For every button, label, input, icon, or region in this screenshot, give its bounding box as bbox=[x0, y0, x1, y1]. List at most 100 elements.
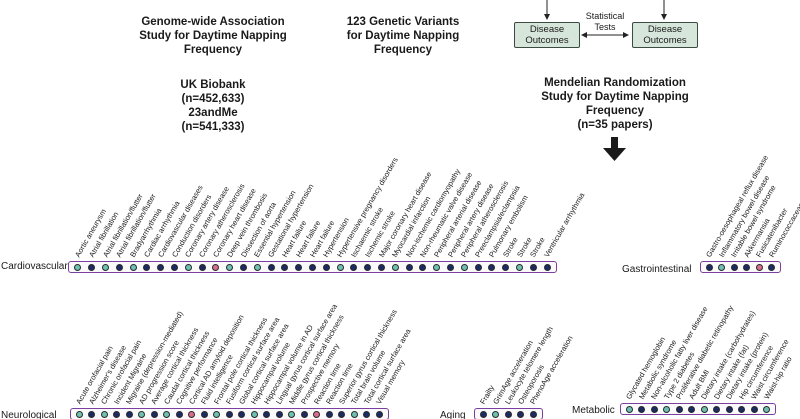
trait-dot bbox=[378, 263, 385, 271]
trait-dot bbox=[288, 410, 296, 418]
trait-dot bbox=[238, 410, 246, 418]
trait-dot bbox=[350, 410, 358, 418]
trait-dot bbox=[504, 410, 512, 418]
trait-dot bbox=[171, 263, 178, 271]
disease-outcomes-box-right: Disease Outcomes bbox=[632, 22, 698, 48]
variants-line: Frequency bbox=[373, 44, 433, 56]
trait-dot bbox=[113, 410, 121, 418]
trait-dot bbox=[638, 405, 646, 413]
trait-dot bbox=[150, 410, 158, 418]
cohort-line: 23andMe bbox=[188, 107, 238, 119]
trait-dot bbox=[738, 405, 746, 413]
group-label-neurological: Neurological bbox=[1, 410, 57, 419]
trait-dot bbox=[125, 410, 133, 418]
cohort-line: UK Biobank bbox=[180, 79, 246, 91]
group-label-cardiovascular: Cardiovascular bbox=[1, 261, 68, 272]
trait-dot bbox=[364, 263, 372, 271]
trait-dot bbox=[88, 263, 96, 271]
trait-dot bbox=[240, 263, 247, 271]
trait-dot bbox=[755, 263, 763, 271]
trait-dot bbox=[300, 410, 308, 418]
trait-dot bbox=[100, 410, 108, 418]
trait-dot bbox=[688, 405, 696, 413]
trait-dot bbox=[529, 263, 537, 271]
mr-line: Study for Daytime Napping bbox=[541, 91, 689, 103]
trait-dot bbox=[200, 410, 208, 418]
trait-dot bbox=[213, 410, 221, 418]
trait-dot bbox=[263, 410, 271, 418]
trait-dot bbox=[325, 410, 333, 418]
trait-dot bbox=[138, 410, 146, 418]
mr-line: (n=35 papers) bbox=[577, 119, 653, 131]
variants-title: 123 Genetic Variants for Daytime Napping… bbox=[318, 15, 488, 57]
box-line: Disease bbox=[529, 24, 565, 35]
trait-dot bbox=[102, 263, 109, 271]
mr-line: Frequency bbox=[585, 105, 645, 117]
trait-dot bbox=[529, 410, 537, 418]
big-down-arrow-icon bbox=[603, 137, 626, 161]
group-label-aging: Aging bbox=[440, 410, 466, 419]
trait-dot bbox=[543, 263, 551, 271]
trait-dot bbox=[516, 263, 523, 271]
stat-line: Statistical bbox=[585, 11, 625, 21]
cohort-line: (n=541,333) bbox=[181, 121, 245, 133]
trait-dot bbox=[625, 405, 633, 413]
trait-dot bbox=[143, 263, 151, 271]
trait-dot bbox=[313, 410, 321, 418]
trait-dot bbox=[700, 405, 708, 413]
box-line: Disease bbox=[647, 24, 683, 35]
trait-dot bbox=[115, 263, 123, 271]
trait-dot bbox=[743, 263, 751, 271]
trait-dot bbox=[488, 263, 496, 271]
trait-dot bbox=[267, 263, 275, 271]
trait-dot bbox=[225, 410, 233, 418]
trait-dot bbox=[502, 263, 510, 271]
trait-dot bbox=[750, 405, 758, 413]
trait-dot bbox=[675, 405, 683, 413]
variants-line: for Daytime Napping bbox=[346, 30, 460, 42]
trait-dot bbox=[391, 263, 399, 271]
trait-dot bbox=[517, 410, 525, 418]
trait-dot bbox=[212, 263, 220, 271]
trait-dot bbox=[663, 405, 671, 413]
trait-dot bbox=[253, 263, 261, 271]
gwas-title-line: Genome-wide Association bbox=[141, 16, 285, 28]
trait-dot bbox=[718, 263, 726, 271]
trait-dot bbox=[363, 410, 371, 418]
trait-dot bbox=[492, 410, 500, 418]
trait-dot bbox=[281, 263, 289, 271]
trait-dot bbox=[74, 263, 82, 271]
gwas-title-line: Study for Daytime Napping bbox=[139, 30, 287, 42]
cohort-line: (n=452,633) bbox=[181, 93, 245, 105]
trait-dot bbox=[405, 263, 413, 271]
trait-dot bbox=[250, 410, 258, 418]
box-line: Outcomes bbox=[643, 35, 687, 46]
statistical-tests-label: Statistical Tests bbox=[580, 11, 630, 33]
trait-dot bbox=[88, 410, 96, 418]
mr-line: Mendelian Randomization bbox=[544, 77, 686, 89]
trait-dot bbox=[175, 410, 183, 418]
group-label-gastrointestinal: Gastrointestinal bbox=[622, 264, 692, 275]
trait-strip-frame bbox=[620, 403, 776, 415]
trait-dot bbox=[275, 410, 283, 418]
trait-dot bbox=[763, 405, 771, 413]
trait-dot bbox=[309, 263, 316, 271]
trait-dot bbox=[474, 263, 482, 271]
trait-dot bbox=[447, 263, 454, 271]
group-label-metabolic: Metabolic bbox=[572, 405, 615, 416]
trait-dot bbox=[198, 263, 206, 271]
gwas-title-line: Frequency bbox=[183, 44, 243, 56]
trait-dot bbox=[75, 410, 83, 418]
trait-dot bbox=[460, 263, 468, 271]
trait-dot bbox=[322, 263, 330, 271]
trait-dot bbox=[157, 263, 165, 271]
trait-dot bbox=[226, 263, 234, 271]
mr-title: Mendelian Randomization Study for Daytim… bbox=[530, 76, 700, 132]
trait-dot bbox=[375, 410, 383, 418]
trait-dot bbox=[350, 263, 358, 271]
box-line: Outcomes bbox=[525, 35, 569, 46]
trait-dot bbox=[479, 410, 487, 418]
trait-dot bbox=[725, 405, 733, 413]
